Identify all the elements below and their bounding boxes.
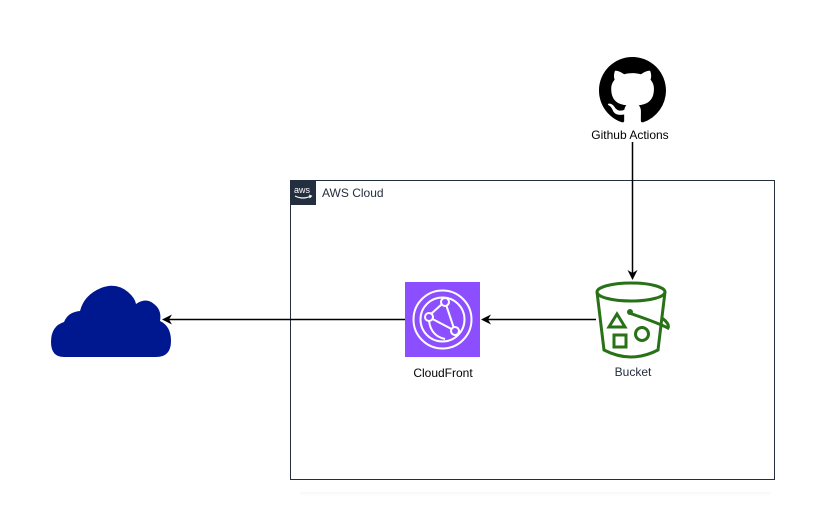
github-actions-label: Github Actions bbox=[591, 128, 669, 142]
aws-logo-icon: aws bbox=[290, 180, 316, 205]
github-icon bbox=[599, 57, 666, 124]
cloudfront-icon bbox=[405, 282, 480, 357]
aws-cloud-label: AWS Cloud bbox=[322, 186, 384, 200]
svg-text:aws: aws bbox=[294, 185, 311, 195]
s3-bucket-icon bbox=[594, 280, 672, 360]
aws-cloud-group bbox=[290, 180, 775, 480]
cloud-icon bbox=[50, 284, 172, 358]
bucket-label: Bucket bbox=[614, 365, 652, 379]
cloudfront-label: CloudFront bbox=[413, 366, 473, 380]
footer-shadow bbox=[300, 492, 770, 496]
